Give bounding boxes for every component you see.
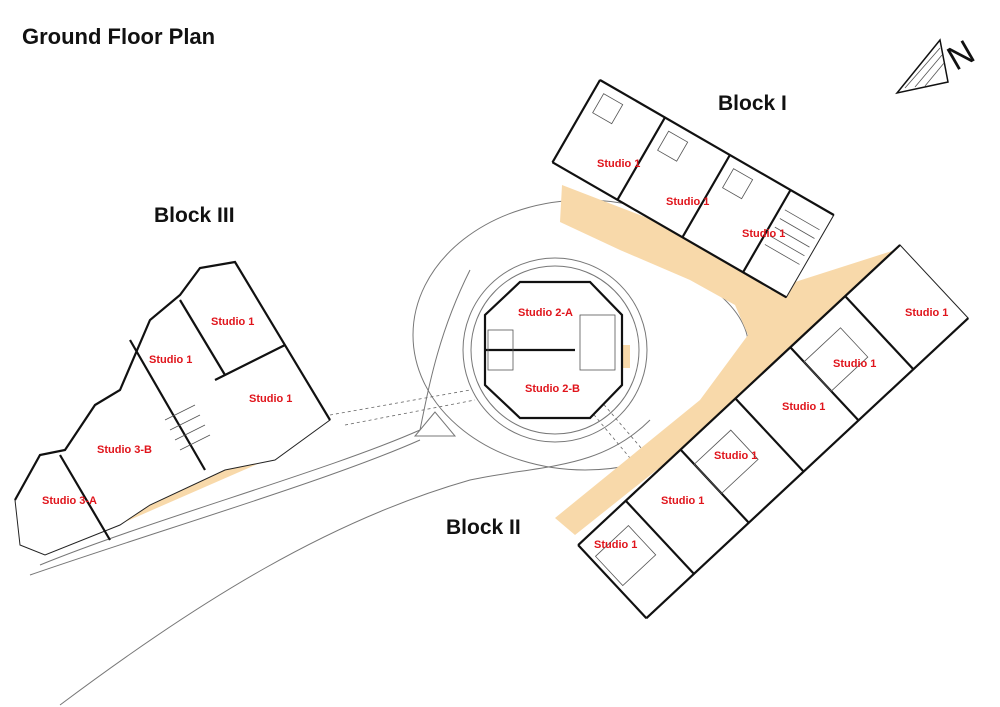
studio-label: Studio 1: [597, 158, 640, 170]
studio-label: Studio 1: [661, 495, 704, 507]
page-title: Ground Floor Plan: [22, 24, 215, 49]
block-2-label: Block II: [446, 516, 521, 539]
studio-label: Studio 1: [594, 539, 637, 551]
studio-label: Studio 1: [249, 393, 292, 405]
north-label: N: [941, 33, 981, 78]
block-2-building: [577, 244, 969, 620]
studio-label: Studio 3-B: [97, 444, 152, 456]
studio-label: Studio 2-B: [525, 383, 580, 395]
studio-label: Studio 2-A: [518, 307, 573, 319]
studio-label: Studio 1: [742, 228, 785, 240]
block-3-building: [14, 260, 331, 556]
studio-label: Studio 3-A: [42, 495, 97, 507]
stair-icon: [579, 314, 616, 371]
road-network: [29, 199, 758, 706]
studio-label: Studio 1: [149, 354, 192, 366]
stair-icon: [764, 209, 820, 265]
studio-label: Studio 1: [666, 196, 709, 208]
studio-label: Studio 1: [714, 450, 757, 462]
studio-label: Studio 1: [833, 358, 876, 370]
central-tower: [483, 280, 624, 420]
traffic-island: [413, 411, 457, 437]
block-1-label: Block I: [718, 92, 787, 115]
block-1-building: [551, 79, 835, 299]
north-arrow-icon: [895, 38, 949, 95]
studio-label: Studio 1: [211, 316, 254, 328]
studio-label: Studio 1: [782, 401, 825, 413]
block-3-label: Block III: [154, 204, 235, 227]
studio-label: Studio 1: [905, 307, 948, 319]
stair-icon: [164, 404, 211, 451]
